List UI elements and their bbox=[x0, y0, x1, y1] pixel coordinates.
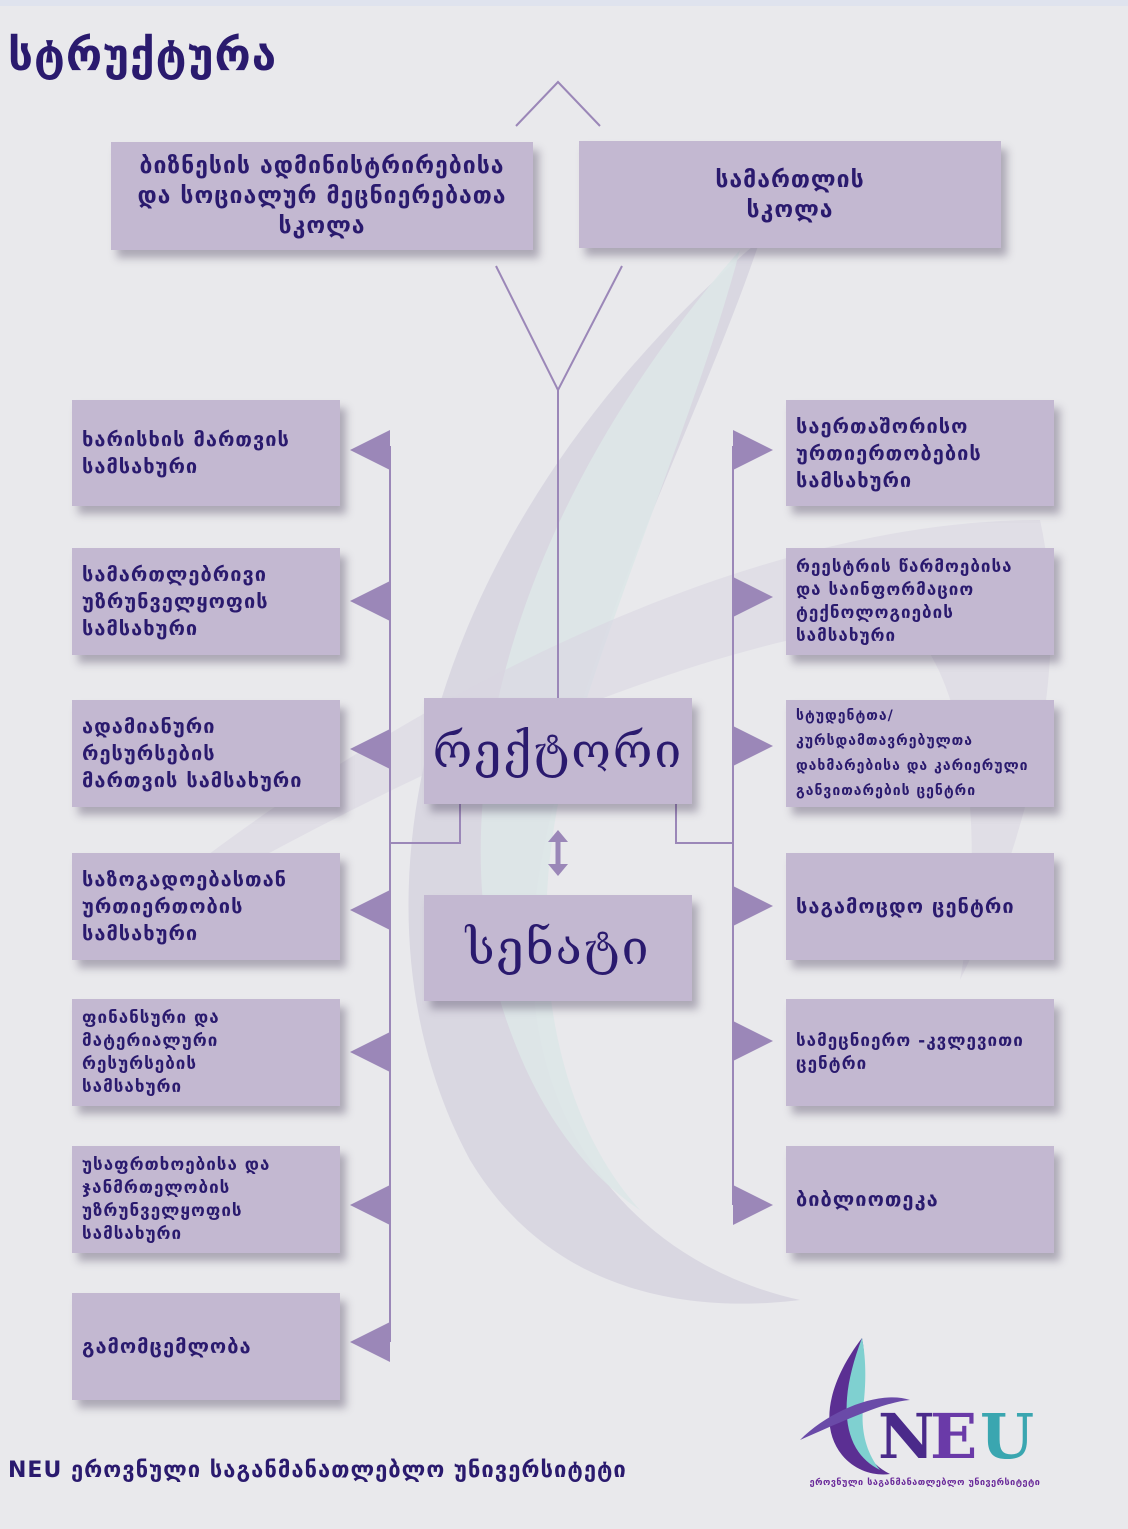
dept-quality-management[interactable]: ხარისხის მართვის სამსახური bbox=[72, 400, 340, 506]
svg-text:U: U bbox=[980, 1400, 1034, 1473]
dept-label: საზოგადოებასთან ურთიერთობის სამსახური bbox=[82, 867, 288, 945]
dept-label: საგამოცდო ცენტრი bbox=[796, 894, 1015, 918]
dept-label: სამეცნიერო -კვლევითი ცენტრი bbox=[796, 1030, 1024, 1074]
dept-public-relations[interactable]: საზოგადოებასთან ურთიერთობის სამსახური bbox=[72, 853, 340, 960]
dept-exam-center[interactable]: საგამოცდო ცენტრი bbox=[786, 853, 1054, 960]
dept-label: გამომცემლობა bbox=[82, 1334, 252, 1358]
footer-university-name: NEU ეროვნული საგანმანათლებლო უნივერსიტეტ… bbox=[8, 1458, 627, 1483]
dept-label: სამართლებრივი უზრუნველყოფის სამსახური bbox=[82, 562, 269, 640]
dept-label: ხარისხის მართვის სამსახური bbox=[82, 427, 290, 478]
school-label: სამართლის სკოლა bbox=[715, 166, 865, 223]
school-law[interactable]: სამართლის სკოლა bbox=[579, 141, 1001, 248]
dept-publishing[interactable]: გამომცემლობა bbox=[72, 1293, 340, 1400]
dept-label: ადამიანური რესურსების მართვის სამსახური bbox=[82, 714, 303, 792]
neu-logo-icon: N E U bbox=[800, 1338, 1034, 1475]
senate-box[interactable]: სენატი bbox=[424, 895, 692, 1001]
dept-legal-support[interactable]: სამართლებრივი უზრუნველყოფის სამსახური bbox=[72, 548, 340, 655]
rector-box[interactable]: რექტორი bbox=[424, 698, 692, 804]
dept-international-relations[interactable]: საერთაშორისო ურთიერთობების სამსახური bbox=[786, 400, 1054, 506]
dept-label: საერთაშორისო ურთიერთობების სამსახური bbox=[796, 413, 982, 492]
school-business-social[interactable]: ბიზნესის ადმინისტრირებისა და სოციალურ მე… bbox=[111, 142, 533, 250]
dept-student-career-center[interactable]: სტუდენტთა/ კურსდამთავრებულთა დახმარებისა… bbox=[786, 700, 1054, 807]
senate-label: სენატი bbox=[465, 920, 651, 976]
svg-text:N: N bbox=[878, 1400, 935, 1473]
page-title: სტრუქტურა bbox=[8, 30, 278, 81]
dept-label: ბიბლიოთეკა bbox=[796, 1187, 939, 1211]
svg-text:E: E bbox=[930, 1400, 977, 1473]
dept-safety-health[interactable]: უსაფრთხოებისა და ჯანმრთელობის უზრუნველყო… bbox=[72, 1146, 340, 1253]
dept-label: ფინანსური და მატერიალური რესურსების სამს… bbox=[82, 1007, 220, 1097]
dept-registry-it[interactable]: რეესტრის წარმოებისა და საინფორმაციო ტექნ… bbox=[786, 548, 1054, 655]
dept-finance-material[interactable]: ფინანსური და მატერიალური რესურსების სამს… bbox=[72, 999, 340, 1106]
school-label: ბიზნესის ადმინისტრირებისა და სოციალურ მე… bbox=[137, 153, 507, 239]
dept-research-center[interactable]: სამეცნიერო -კვლევითი ცენტრი bbox=[786, 999, 1054, 1106]
rector-label: რექტორი bbox=[432, 723, 684, 779]
background-swoosh bbox=[408, 240, 800, 1304]
dept-library[interactable]: ბიბლიოთეკა bbox=[786, 1146, 1054, 1253]
dept-label: უსაფრთხოებისა და ჯანმრთელობის უზრუნველყო… bbox=[82, 1154, 271, 1244]
double-arrow-icon bbox=[548, 830, 568, 876]
logo-subtitle: ეროვნული საგანმანათლებლო უნივერსიტეტი bbox=[809, 1478, 1041, 1488]
dept-label: სტუდენტთა/ კურსდამთავრებულთა დახმარებისა… bbox=[796, 707, 1029, 799]
top-strip bbox=[0, 0, 1128, 6]
dept-human-resources[interactable]: ადამიანური რესურსების მართვის სამსახური bbox=[72, 700, 340, 807]
dept-label: რეესტრის წარმოებისა და საინფორმაციო ტექნ… bbox=[796, 556, 1013, 646]
